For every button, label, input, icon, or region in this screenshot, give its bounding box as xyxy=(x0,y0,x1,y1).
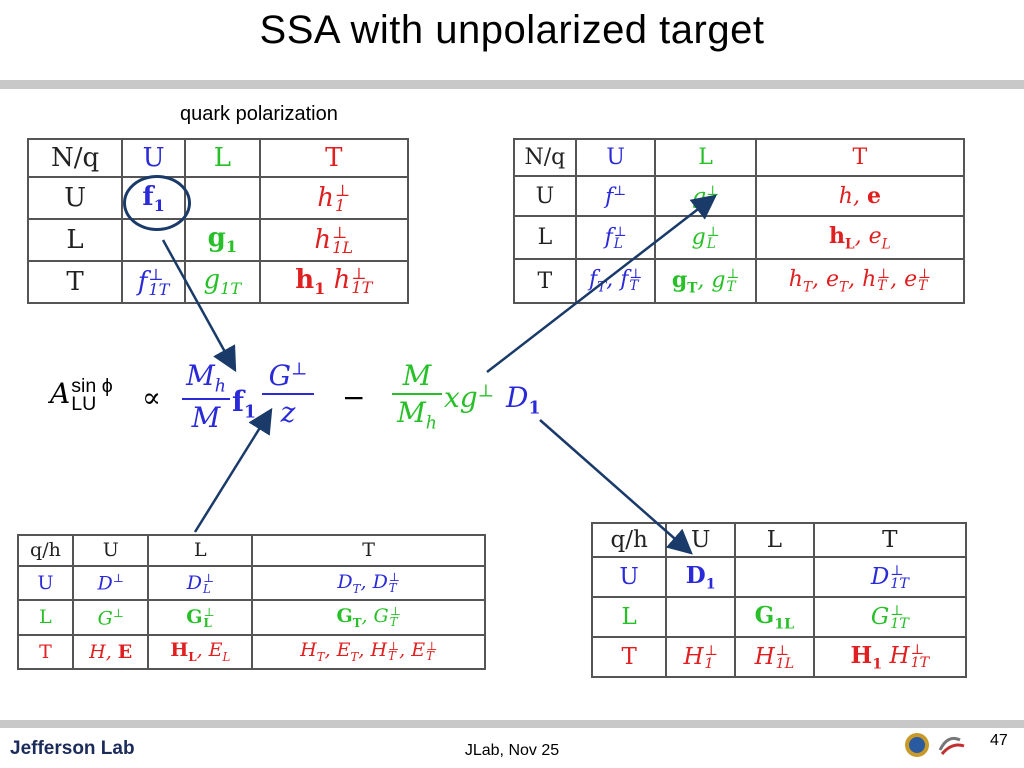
row-u: U xyxy=(26,176,124,221)
footer-date: JLab, Nov 25 xyxy=(464,742,560,759)
cell-empty xyxy=(734,556,815,599)
cell-dlperp: D⊥L xyxy=(147,564,254,602)
row-t: T xyxy=(513,258,577,304)
cell-h1-h1tperp: H1 H⊥1T xyxy=(812,636,968,678)
cell-h-e: h, e xyxy=(754,175,966,217)
cell-fperp: f⊥ xyxy=(574,175,657,217)
cell-hl-el: hL, eL xyxy=(754,214,966,261)
cell-ft-ftperp: fT, f⊥T xyxy=(574,258,657,304)
minus-sign: − xyxy=(342,381,366,414)
cell-h1lperp: h⊥1L xyxy=(258,218,410,263)
header-u: U xyxy=(71,534,150,567)
header-l: L xyxy=(184,137,261,179)
arrow-f1-to-formula xyxy=(161,239,237,373)
header-l: L xyxy=(147,534,254,567)
formula-xgperp: xg⊥ xyxy=(444,381,495,414)
cell-f1tperp: f⊥1T xyxy=(121,260,187,304)
row-l: L xyxy=(26,218,124,263)
header-t: T xyxy=(754,137,966,178)
title-divider xyxy=(0,80,1024,89)
header-nq: N/q xyxy=(26,137,124,179)
row-l: L xyxy=(513,214,577,261)
cell-h1lperp: H⊥1L xyxy=(734,636,815,678)
cell-ht-et-htperp-etperp: hT, eT, h⊥T, e⊥T xyxy=(754,258,966,304)
cell-hl-el: HL, EL xyxy=(147,633,254,671)
cell-gl-glperp: G⊥L xyxy=(147,599,254,636)
tmd-table-top-right: N/q U L T U f⊥ g⊥ h, e L f⊥L g⊥L hL, eL … xyxy=(513,137,966,304)
row-u: U xyxy=(17,564,74,602)
cell-gt-gtperp: GT, G⊥T xyxy=(251,599,486,636)
cell-glperp: g⊥L xyxy=(654,214,757,261)
globe-logo-icon xyxy=(905,733,929,757)
header-u: U xyxy=(574,137,657,178)
cell-h1-h1tperp: h1 h⊥1T xyxy=(258,260,410,304)
cell-gt-gtperp: gT, g⊥T xyxy=(654,258,757,304)
cell-empty xyxy=(665,596,737,639)
row-u: U xyxy=(590,556,668,599)
header-l: L xyxy=(734,521,815,559)
row-l: L xyxy=(590,596,668,639)
slide-title: SSA with unpolarized target xyxy=(259,8,765,52)
footer-divider xyxy=(0,720,1024,728)
header-t: T xyxy=(812,521,968,559)
cell-h1perp: H⊥1 xyxy=(665,636,737,678)
cell-dt-dtperp: DT, D⊥T xyxy=(251,564,486,602)
arrow-formula-to-gperp xyxy=(486,194,717,373)
header-nq: N/q xyxy=(513,137,577,178)
row-t: T xyxy=(17,633,74,671)
row-t: T xyxy=(590,636,668,678)
page-number: 47 xyxy=(990,732,1008,749)
cell-dperp: D⊥ xyxy=(71,564,150,602)
proportional-sign: ∝ xyxy=(142,381,161,414)
jsa-logo-icon xyxy=(938,736,965,755)
cell-gperp: G⊥ xyxy=(71,599,150,636)
cell-h-e: H, E xyxy=(71,633,150,671)
jefferson-lab-logo: Jefferson Lab xyxy=(10,738,135,759)
row-l: L xyxy=(17,599,74,636)
ff-table-bottom-left: q/h U L T U D⊥ D⊥L DT, D⊥T L G⊥ G⊥L GT, … xyxy=(17,534,486,671)
row-t: T xyxy=(26,260,124,304)
header-l: L xyxy=(654,137,757,178)
header-qh: q/h xyxy=(590,521,668,559)
header-t: T xyxy=(251,534,486,567)
cell-g1: g1 xyxy=(184,218,261,263)
header-t: T xyxy=(258,137,410,179)
cell-d1: D1 xyxy=(665,556,737,599)
f1-highlight-circle xyxy=(123,175,191,231)
cell-g1tperp: G⊥1T xyxy=(812,596,968,639)
header-u: U xyxy=(121,137,187,179)
arrow-table-to-gperp-frag xyxy=(193,407,273,533)
cell-d1tperp: D⊥1T xyxy=(812,556,968,599)
cell-flperp: f⊥L xyxy=(574,214,657,261)
cell-empty xyxy=(184,176,261,221)
quark-polarization-label: quark polarization xyxy=(180,103,338,125)
formula-d1: D1 xyxy=(506,381,541,419)
cell-ht-et-htperp-etperp: HT, ET, H⊥T, E⊥T xyxy=(251,633,486,671)
cell-g1l: G1L xyxy=(734,596,815,639)
cell-h1perp: h⊥1 xyxy=(258,176,410,221)
fraction-gperp-over-z: G⊥z xyxy=(262,359,314,429)
header-qh: q/h xyxy=(17,534,74,567)
row-u: U xyxy=(513,175,577,217)
arrow-d1-to-table xyxy=(539,419,693,555)
